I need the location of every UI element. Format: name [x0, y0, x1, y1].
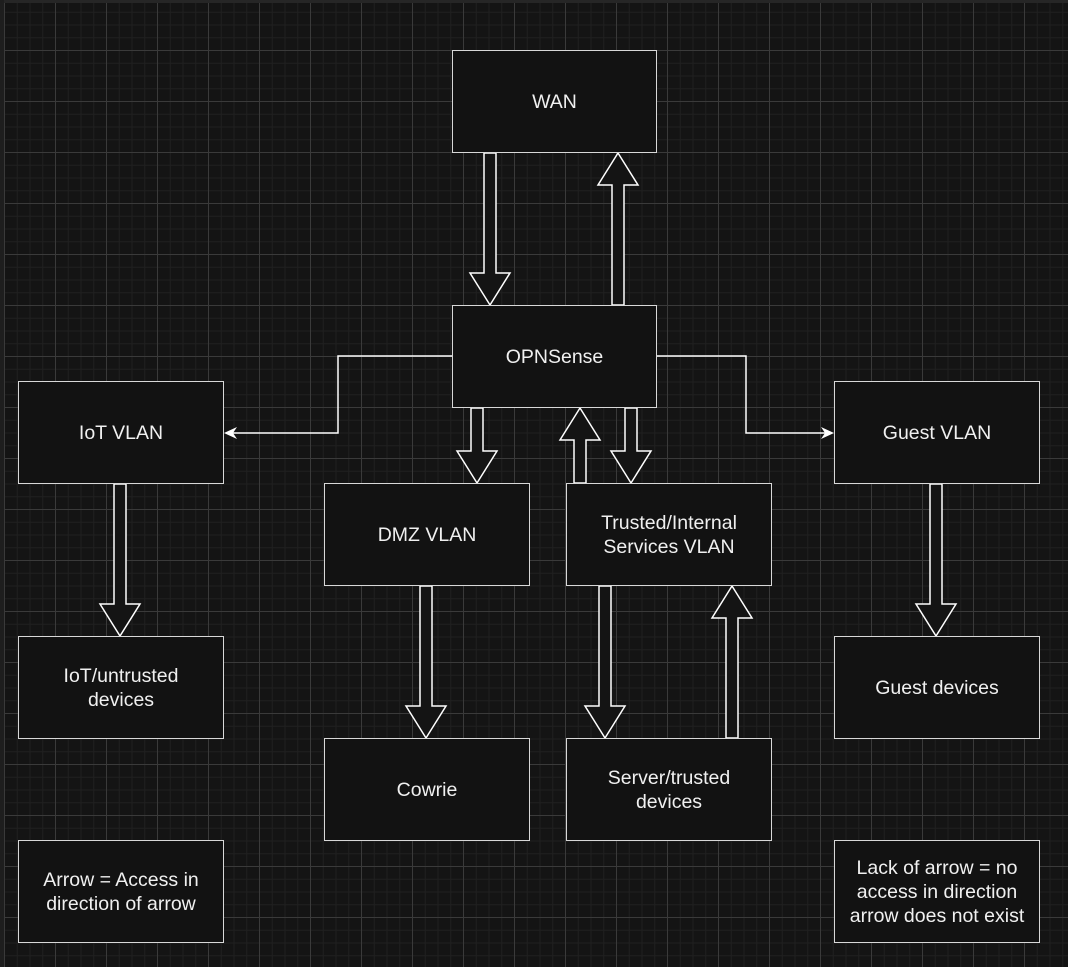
node-guest-devices[interactable]: Guest devices — [834, 636, 1040, 739]
arrowhead-icon — [821, 427, 834, 439]
arrow-servers-to-trusted — [710, 584, 754, 739]
node-opnsense[interactable]: OPNSense — [452, 305, 657, 408]
arrow-trusted-to-opnsense — [558, 406, 602, 484]
legend-no-arrow-note[interactable]: Lack of arrow = no access in direction a… — [834, 840, 1040, 943]
arrow-opnsense-to-dmz — [455, 407, 499, 485]
connector-opnsense-to-guest-vlan — [657, 355, 834, 439]
node-dmz-vlan[interactable]: DMZ VLAN — [324, 483, 530, 586]
node-label: OPNSense — [505, 345, 604, 368]
legend-label: Lack of arrow = no access in direction a… — [849, 856, 1025, 927]
arrow-trusted-to-servers — [583, 585, 627, 740]
node-label: Guest VLAN — [882, 421, 992, 444]
node-server-devices[interactable]: Server/trusted devices — [566, 738, 772, 841]
node-label: IoT/untrusted devices — [63, 664, 179, 711]
node-wan[interactable]: WAN — [452, 50, 657, 153]
arrow-iot-vlan-to-devices — [98, 483, 142, 638]
node-label: Cowrie — [396, 778, 458, 801]
node-label: IoT VLAN — [78, 421, 164, 444]
legend-arrow-note[interactable]: Arrow = Access in direction of arrow — [18, 840, 224, 943]
node-label: Trusted/Internal Services VLAN — [601, 511, 737, 558]
node-cowrie[interactable]: Cowrie — [324, 738, 530, 841]
node-guest-vlan[interactable]: Guest VLAN — [834, 381, 1040, 484]
node-label: Server/trusted devices — [607, 766, 731, 813]
arrow-wan-to-opnsense — [468, 152, 512, 307]
window-top-edge — [0, 0, 1068, 3]
node-iot-vlan[interactable]: IoT VLAN — [18, 381, 224, 484]
arrowhead-icon — [224, 427, 237, 439]
node-label: WAN — [532, 90, 577, 113]
arrow-opnsense-to-trusted — [609, 407, 653, 485]
arrow-dmz-to-cowrie — [404, 585, 448, 740]
node-iot-devices[interactable]: IoT/untrusted devices — [18, 636, 224, 739]
node-label: Guest devices — [875, 676, 999, 699]
window-left-edge — [0, 0, 4, 967]
arrow-opnsense-to-wan — [596, 151, 640, 306]
diagram-canvas-grid — [4, 3, 1068, 967]
node-trusted-vlan[interactable]: Trusted/Internal Services VLAN — [566, 483, 772, 586]
arrow-guest-vlan-to-devices — [914, 483, 958, 638]
connector-opnsense-to-iot-vlan — [224, 355, 452, 439]
node-label: DMZ VLAN — [377, 523, 477, 546]
legend-label: Arrow = Access in direction of arrow — [43, 868, 199, 915]
